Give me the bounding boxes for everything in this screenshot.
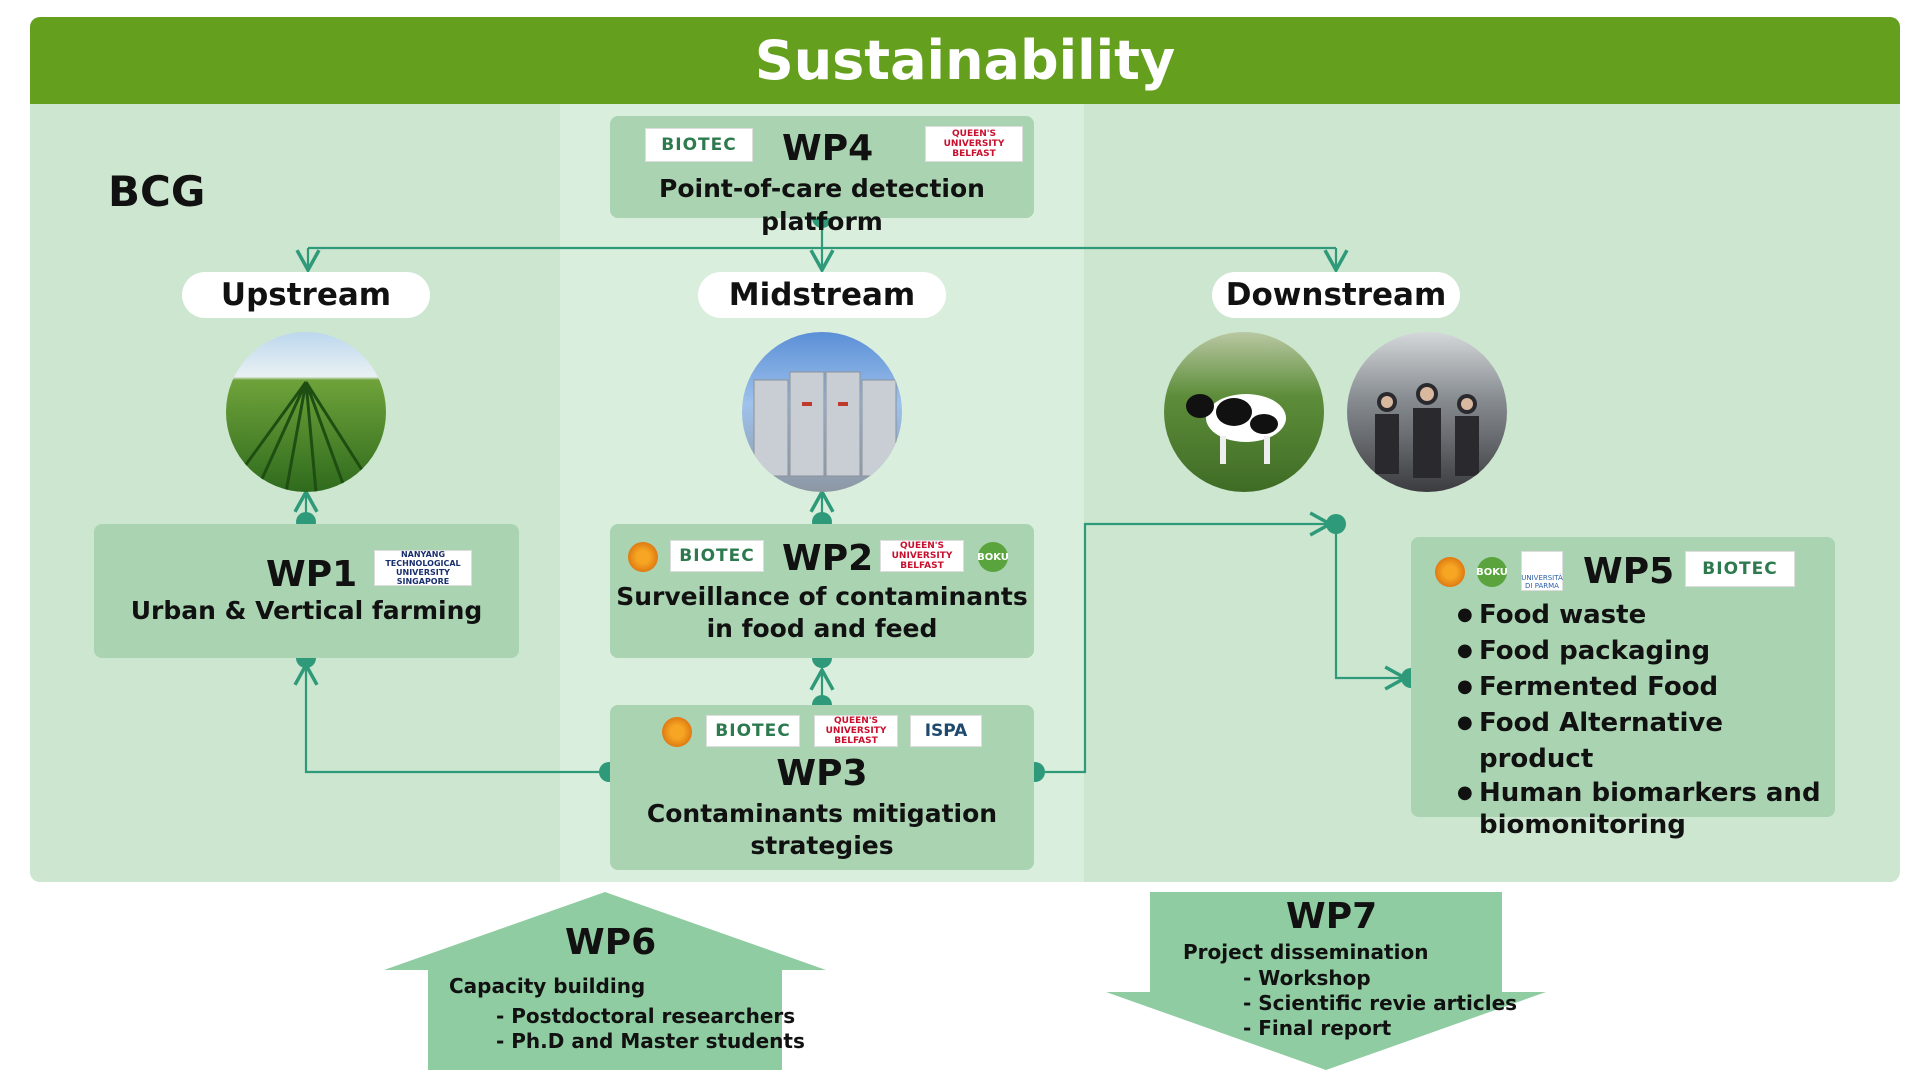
downstream-label: Downstream: [1212, 272, 1460, 318]
wp7-heading: Project dissemination: [1183, 940, 1429, 964]
midstream-silo-photo: [742, 332, 902, 492]
seal-logo: [1435, 557, 1465, 587]
wp1-box: WP1 NANYANG TECHNOLOGICAL UNIVERSITY SIN…: [94, 524, 519, 658]
wp5-item: Human biomarkers and: [1457, 777, 1835, 809]
silos: [753, 371, 897, 477]
wp3-to-wp1: [293, 661, 609, 774]
wp2-title: WP2: [782, 538, 874, 579]
biotec-logo: BIOTEC: [1685, 551, 1795, 587]
wp7-item: - Final report: [1243, 1016, 1392, 1040]
wp4-title: WP4: [782, 128, 874, 169]
wp6-heading: Capacity building: [449, 974, 646, 998]
biotec-logo: BIOTEC: [645, 128, 753, 162]
wp2-subtitle-line1: Surveillance of contaminants: [616, 582, 1028, 611]
biotec-logo: BIOTEC: [706, 715, 800, 747]
wp1-title: WP1: [266, 554, 358, 595]
wp4-subtitle: Point-of-care detection platform: [659, 174, 985, 236]
wp2-box: BIOTEC WP2 QUEEN'S UNIVERSITY BELFAST BO…: [610, 524, 1034, 658]
node-dot: [1326, 514, 1346, 534]
qub-logo: QUEEN'S UNIVERSITY BELFAST: [925, 126, 1023, 162]
wp5-item: Food packaging: [1457, 633, 1835, 669]
boku-logo: BOKU: [1476, 557, 1508, 587]
cow: [1186, 394, 1286, 464]
wp3-subtitle-line2: strategies: [750, 831, 894, 860]
wp6-item: - Postdoctoral researchers: [496, 1004, 796, 1028]
wp3-title: WP3: [776, 753, 868, 794]
wp5-item: Food Alternative product: [1457, 705, 1835, 777]
wp5-item: Food waste: [1457, 597, 1835, 633]
biotec-logo: BIOTEC: [670, 540, 764, 572]
qub-logo: QUEEN'S UNIVERSITY BELFAST: [814, 715, 898, 747]
seal-logo: [628, 542, 658, 572]
wp5-list: Food waste Food packaging Fermented Food…: [1457, 597, 1835, 841]
wp3-subtitle-line1: Contaminants mitigation: [646, 799, 998, 828]
boku-logo: BOKU: [977, 542, 1009, 572]
wp5-item: Fermented Food: [1457, 669, 1835, 705]
downstream-cow-photo: [1164, 332, 1324, 492]
crowd: [1375, 383, 1479, 478]
wp2-subtitle-line2: in food and feed: [706, 614, 938, 643]
header-title: Sustainability: [754, 29, 1176, 92]
wp7-title: WP7: [1286, 896, 1378, 937]
upstream-label: Upstream: [182, 272, 430, 318]
wp6-item: - Ph.D and Master students: [496, 1029, 805, 1053]
wp5-item-continuation: biomonitoring: [1479, 810, 1686, 840]
wp6-up-arrow: [384, 892, 826, 1070]
upstream-farm-photo: [226, 332, 386, 492]
qub-logo: QUEEN'S UNIVERSITY BELFAST: [880, 540, 964, 572]
wp3-box: BIOTEC QUEEN'S UNIVERSITY BELFAST ISPA W…: [610, 705, 1034, 870]
ispa-logo: ISPA: [910, 715, 982, 747]
seal-logo: [662, 717, 692, 747]
wp5-box: BOKU UNIVERSITÀ DI PARMA WP5 BIOTEC Food…: [1411, 537, 1835, 840]
wp7-down-arrow: [1106, 892, 1546, 1070]
header-band: [30, 17, 1900, 104]
wp3-to-downstream: [1035, 511, 1334, 774]
downstream-to-wp5: [1334, 524, 1409, 691]
field-rows: [226, 381, 378, 492]
wp7-item: - Scientific revie articles: [1243, 991, 1518, 1015]
midstream-label: Midstream: [698, 272, 946, 318]
wp1-subtitle: Urban & Vertical farming: [130, 596, 483, 625]
downstream-people-photo: [1347, 332, 1507, 492]
wp4-box: BIOTEC WP4 QUEEN'S UNIVERSITY BELFAST Po…: [610, 116, 1034, 236]
wp5-title: WP5: [1583, 551, 1675, 592]
wp7-item: - Workshop: [1243, 966, 1371, 990]
parma-logo: UNIVERSITÀ DI PARMA: [1521, 551, 1563, 591]
wp6-title: WP6: [565, 922, 657, 963]
bcg-label: BCG: [108, 167, 206, 216]
ntu-logo: NANYANG TECHNOLOGICAL UNIVERSITY SINGAPO…: [374, 550, 472, 586]
